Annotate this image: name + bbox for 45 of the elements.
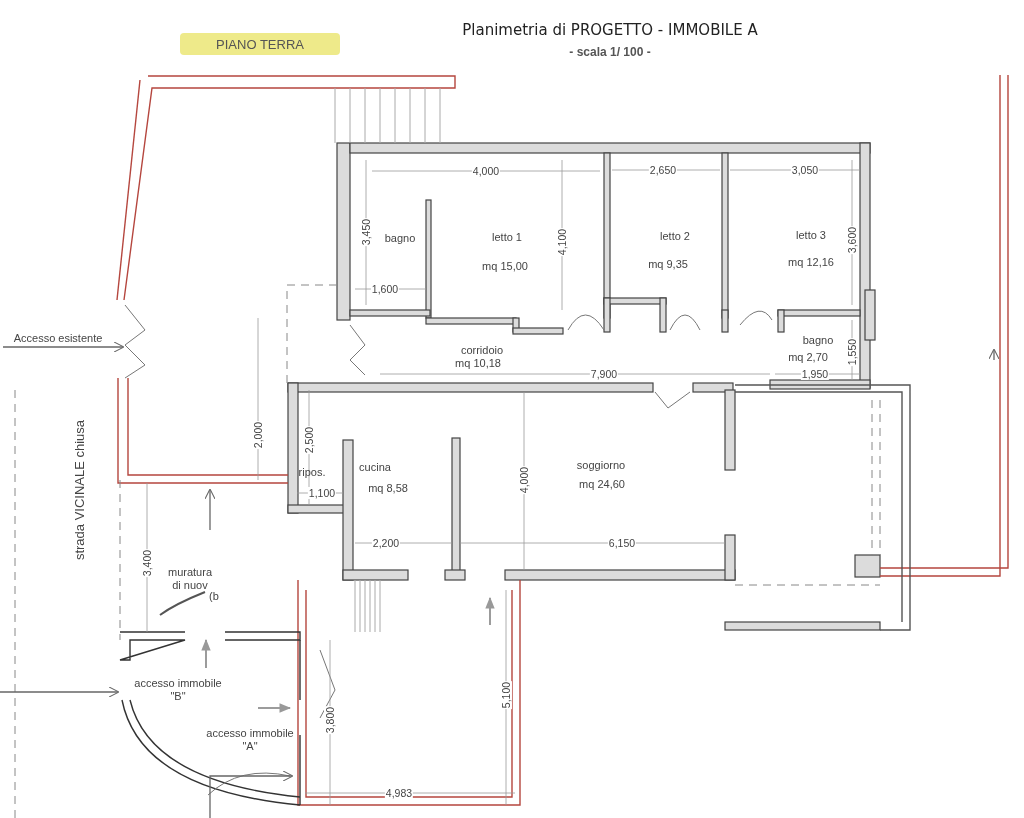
dimension-label: 3,400 bbox=[140, 548, 154, 578]
room-label: mq 24,60 bbox=[579, 477, 625, 491]
note: Accesso esistente bbox=[13, 331, 103, 345]
room-label: mq 2,70 bbox=[788, 350, 828, 364]
dimension-label: 2,200 bbox=[371, 536, 401, 550]
dimension-label: 3,600 bbox=[845, 225, 859, 255]
dimension-label: 2,000 bbox=[251, 420, 265, 450]
dimension-label: 5,100 bbox=[499, 680, 513, 710]
room-label: mq 15,00 bbox=[482, 259, 528, 273]
room-label: mq 12,16 bbox=[788, 255, 834, 269]
dimension-label: 4,000 bbox=[471, 164, 501, 178]
dimension-label: 3,450 bbox=[359, 217, 373, 247]
dimension-label: 3,050 bbox=[790, 163, 820, 177]
floor-label: PIANO TERRA bbox=[180, 33, 340, 55]
room-label: bagno bbox=[384, 231, 416, 245]
room-label: cucina bbox=[359, 460, 391, 474]
room-label: bagno bbox=[802, 333, 834, 347]
room-label: corridoio bbox=[460, 343, 504, 357]
room-label: letto 3 bbox=[796, 228, 826, 242]
room-label: mq 9,35 bbox=[648, 257, 688, 271]
note: muratura di nuov bbox=[167, 566, 213, 592]
dimension-label: 4,000 bbox=[517, 465, 531, 495]
scale-caption: - scala 1/ 100 - bbox=[569, 45, 651, 59]
note: accesso immobile "B" bbox=[133, 677, 223, 703]
note: (b bbox=[209, 589, 219, 603]
dimension-label: 7,900 bbox=[589, 367, 619, 381]
room-label: letto 1 bbox=[492, 230, 522, 244]
dimension-label: 2,650 bbox=[648, 163, 678, 177]
dimension-label: 6,150 bbox=[607, 536, 637, 550]
dimension-label: 4,983 bbox=[384, 786, 414, 800]
dimension-label: 1,950 bbox=[800, 367, 830, 381]
dimension-label: 2,500 bbox=[302, 425, 316, 455]
room-label: mq 10,18 bbox=[455, 356, 501, 370]
room-label: mq 8,58 bbox=[368, 481, 408, 495]
dimension-label: 4,100 bbox=[555, 227, 569, 257]
dimension-label: 1,550 bbox=[845, 337, 859, 367]
room-label: soggiorno bbox=[576, 458, 626, 472]
title: Planimetria di PROGETTO - IMMOBILE A bbox=[462, 21, 758, 39]
dimension-label: 1,100 bbox=[307, 486, 337, 500]
note: strada VICINALE chiusa bbox=[72, 419, 88, 561]
dimension-label: 1,600 bbox=[370, 282, 400, 296]
room-label: ripos. bbox=[298, 465, 326, 479]
dimension-label: 3,800 bbox=[323, 705, 337, 735]
note: accesso immobile "A" bbox=[205, 727, 295, 753]
room-label: letto 2 bbox=[660, 229, 690, 243]
